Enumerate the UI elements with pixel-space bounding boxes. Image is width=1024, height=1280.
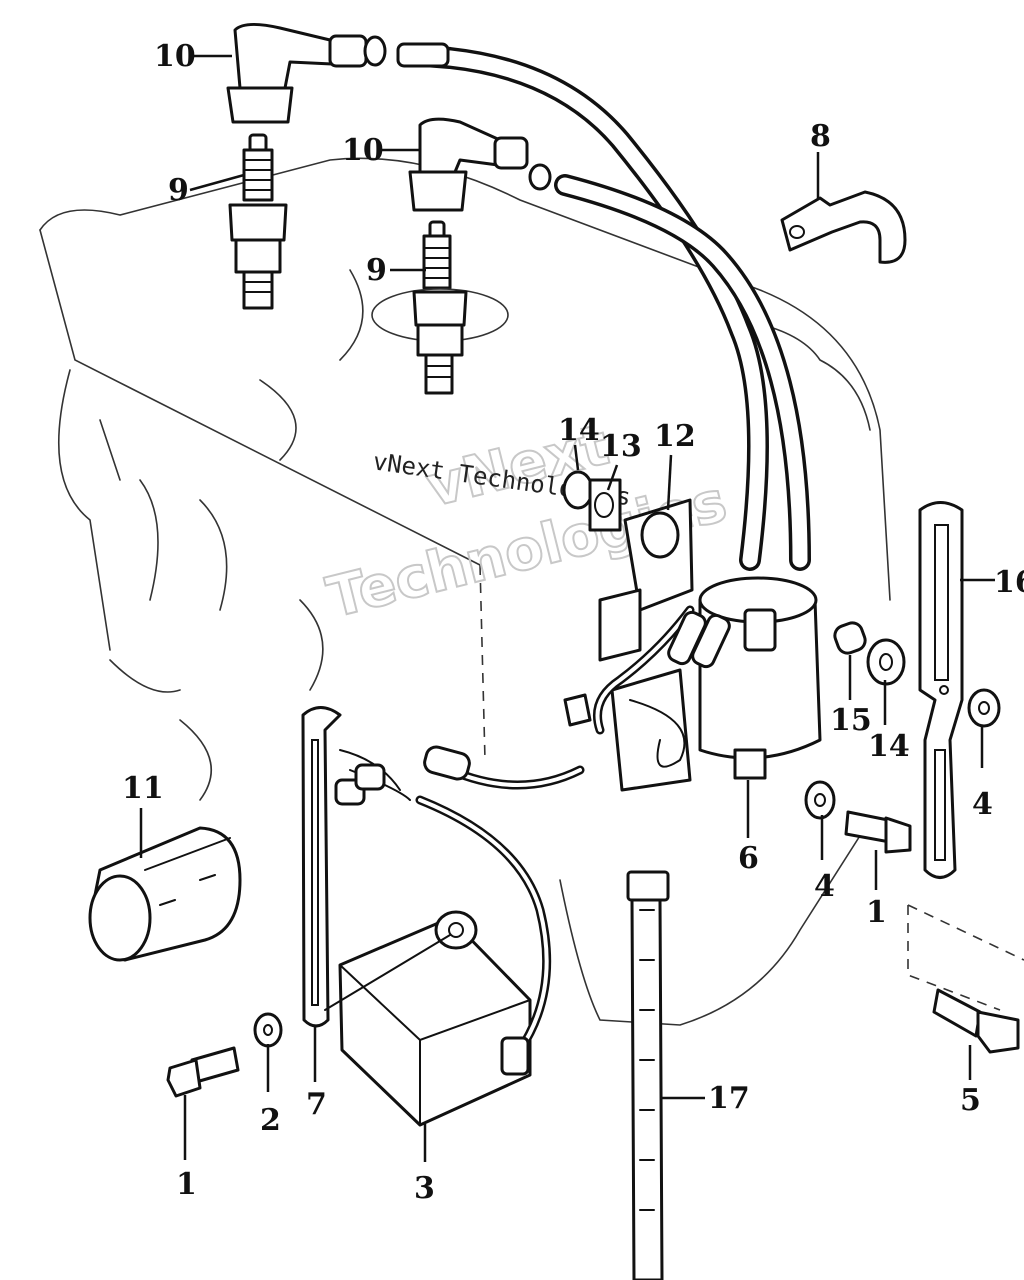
callout-7: 7 <box>306 1087 327 1122</box>
coil-right-hardware <box>804 621 1001 820</box>
callout-1-left: 1 <box>176 1167 197 1202</box>
bolt-lower-right <box>932 988 1020 1054</box>
callout-9-upper: 9 <box>168 173 189 208</box>
callout-3: 3 <box>414 1171 435 1206</box>
cdi-unit <box>301 706 585 1127</box>
callout-14-lower: 14 <box>868 729 910 764</box>
callout-13: 13 <box>600 429 642 464</box>
cable-tie <box>626 870 670 1280</box>
spark-plug-lower <box>371 220 509 395</box>
ignition-coil <box>563 498 822 792</box>
callout-10-lower: 10 <box>342 133 384 168</box>
callout-2: 2 <box>260 1103 281 1138</box>
cable-clamp <box>780 190 907 264</box>
callout-10-upper: 10 <box>154 39 196 74</box>
callout-5: 5 <box>960 1083 981 1118</box>
spark-plug-cap-lower <box>408 117 552 212</box>
high-tension-cables <box>401 44 811 571</box>
mounting-stay <box>918 501 964 879</box>
callout-17: 17 <box>708 1081 750 1116</box>
callout-8: 8 <box>810 119 831 154</box>
callout-4-lower: 4 <box>814 869 835 904</box>
callout-1-right: 1 <box>866 895 887 930</box>
callout-labels: 10 10 9 9 8 14 13 12 16 15 14 4 6 4 1 11… <box>122 39 1024 1206</box>
callout-12: 12 <box>654 419 696 454</box>
coil-mount-nut-and-washer <box>562 470 622 532</box>
cdi-mount-hardware <box>166 1012 283 1098</box>
callout-14-upper: 14 <box>558 413 600 448</box>
callout-15: 15 <box>830 703 872 738</box>
leader-lines <box>139 54 995 1162</box>
callout-6: 6 <box>738 841 759 876</box>
callout-4-right: 4 <box>972 787 993 822</box>
callout-16: 16 <box>994 565 1024 600</box>
callout-9-lower: 9 <box>366 253 387 288</box>
bolt-right <box>844 810 912 854</box>
spark-plug-cap-upper <box>226 23 450 124</box>
callout-11: 11 <box>122 771 164 806</box>
spark-plug-upper <box>228 133 288 310</box>
bolt-5-guide <box>907 904 1024 1011</box>
cover <box>88 826 242 962</box>
